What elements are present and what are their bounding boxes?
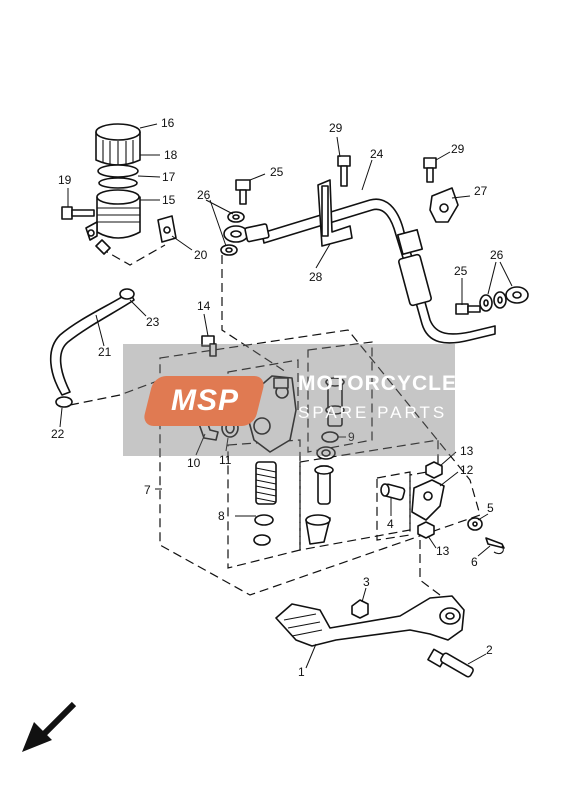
callout-29-right: 29	[451, 142, 465, 156]
callout-25-lower: 25	[454, 264, 468, 278]
reservoir-bracket	[157, 215, 177, 243]
callout-24: 24	[370, 147, 384, 161]
callout-10: 10	[187, 456, 201, 470]
callout-5: 5	[487, 501, 494, 515]
watermark-line1: MOTORCYCLE	[298, 372, 457, 395]
brake-pedal	[275, 595, 465, 647]
leader-lines	[59, 123, 513, 669]
callout-13-upper: 13	[460, 444, 474, 458]
clevis-washer	[467, 517, 483, 531]
spring	[253, 461, 277, 546]
copper-washer-lower-b	[493, 291, 507, 309]
clevis-nut-lower	[417, 521, 435, 539]
piston-kit	[305, 377, 345, 545]
pedal-nut	[351, 599, 369, 619]
watermark-logo-text: MSP	[170, 384, 239, 417]
callout-3: 3	[363, 575, 370, 589]
hose-guide-bracket	[317, 179, 353, 247]
callout-19: 19	[58, 173, 72, 187]
callout-13-lower: 13	[436, 544, 450, 558]
callout-16: 16	[161, 116, 175, 130]
copper-washer-upper-a	[227, 211, 245, 223]
copper-washer-lower-a	[479, 294, 493, 312]
reservoir-tank	[85, 189, 141, 255]
screw-left	[337, 155, 351, 187]
diaphragm	[98, 177, 138, 189]
reservoir-hose	[49, 291, 135, 396]
union-bolt-lower	[455, 303, 481, 315]
callout-11: 11	[219, 453, 232, 467]
union-bolt-upper	[235, 179, 251, 205]
callout-4: 4	[387, 517, 394, 531]
hose-holder-clamp	[429, 187, 459, 223]
copper-washer-upper-b	[220, 244, 238, 256]
callout-2: 2	[486, 643, 493, 657]
callout-17: 17	[162, 170, 176, 184]
callout-12: 12	[460, 463, 474, 477]
callout-21: 21	[98, 345, 112, 359]
hose-union-left	[223, 223, 270, 243]
hose-clip-lower	[55, 396, 73, 408]
callout-23: 23	[146, 315, 160, 329]
callout-15: 15	[162, 193, 176, 207]
cotter-pin	[485, 537, 505, 555]
reservoir-bolt	[61, 206, 95, 220]
callout-7: 7	[144, 483, 151, 497]
callout-1: 1	[298, 665, 305, 679]
callouts: 16 18 17 15 19 20 23 21 22 29 24 29 27 2…	[51, 116, 504, 679]
hose-clip-upper	[119, 288, 135, 300]
adjusting-bolt	[380, 483, 406, 501]
callout-14: 14	[197, 299, 211, 313]
diaphragm-holder	[97, 164, 139, 178]
clevis	[411, 479, 445, 521]
callout-27: 27	[474, 184, 488, 198]
callout-9: 9	[348, 430, 355, 444]
pedal-pivot-bolt	[427, 648, 474, 678]
callout-18: 18	[164, 148, 178, 162]
front-arrow-icon	[22, 701, 77, 752]
clevis-nut-upper	[425, 461, 443, 479]
reservoir-cap	[95, 123, 141, 166]
screw-right	[423, 157, 437, 183]
callout-26-left: 26	[197, 188, 211, 202]
callout-25-upper: 25	[270, 165, 284, 179]
callout-28: 28	[309, 270, 323, 284]
callout-20: 20	[194, 248, 208, 262]
callout-29-left: 29	[329, 121, 343, 135]
callout-22: 22	[51, 427, 65, 441]
hose-union-right	[505, 286, 529, 304]
brake-hose	[261, 198, 496, 344]
watermark-line2: SPARE PARTS	[298, 403, 448, 422]
callout-8: 8	[218, 509, 225, 523]
callout-6: 6	[471, 555, 478, 569]
callout-26-right: 26	[490, 248, 504, 262]
